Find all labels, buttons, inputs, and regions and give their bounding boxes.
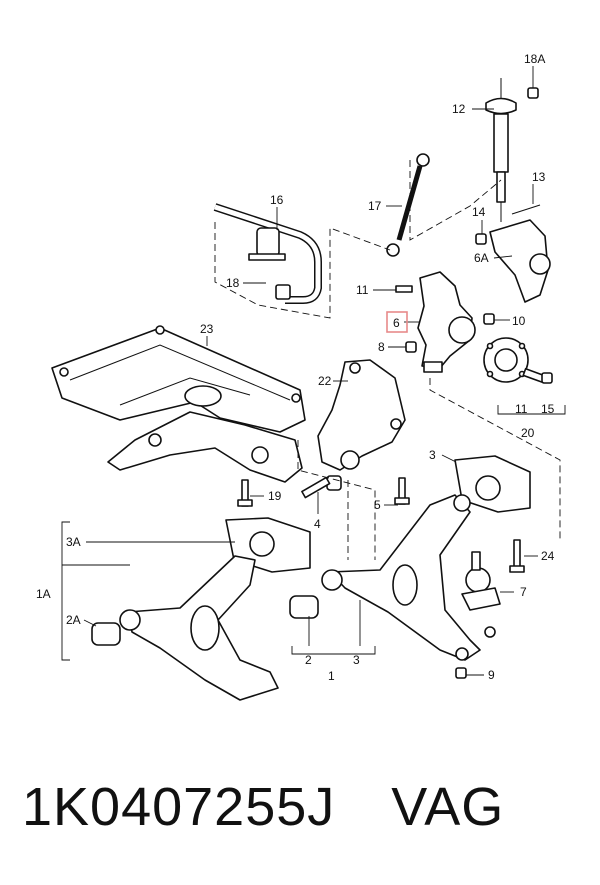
label-16: 16 bbox=[270, 193, 284, 207]
label-3-lower: 3 bbox=[353, 653, 360, 667]
label-2: 2 bbox=[305, 653, 312, 667]
wheel-hub bbox=[483, 337, 553, 384]
label-15: 15 bbox=[541, 402, 555, 416]
label-12: 12 bbox=[452, 102, 466, 116]
label-13: 13 bbox=[532, 170, 546, 184]
wheel-bearing-housing-small bbox=[475, 204, 551, 303]
label-8: 8 bbox=[378, 340, 385, 354]
label-3A: 3A bbox=[66, 535, 81, 549]
label-1A: 1A bbox=[36, 587, 51, 601]
label-22: 22 bbox=[318, 374, 332, 388]
label-9: 9 bbox=[488, 668, 495, 682]
label-7: 7 bbox=[520, 585, 527, 599]
subframe bbox=[51, 325, 306, 507]
label-10: 10 bbox=[512, 314, 526, 328]
label-20: 20 bbox=[521, 426, 535, 440]
leader-lines bbox=[61, 66, 566, 676]
control-arm-right bbox=[289, 455, 531, 679]
wheel-bearing-housing bbox=[395, 271, 495, 373]
strut-assembly bbox=[485, 78, 539, 222]
label-5: 5 bbox=[374, 498, 381, 512]
stabilizer-bar bbox=[213, 203, 322, 304]
label-6A: 6A bbox=[474, 251, 489, 265]
label-18A: 18A bbox=[524, 52, 545, 66]
part-number-footer: 1K0407255J VAG bbox=[22, 776, 582, 856]
coupling-rod bbox=[386, 153, 430, 257]
label-18: 18 bbox=[226, 276, 240, 290]
label-24: 24 bbox=[541, 549, 555, 563]
label-4: 4 bbox=[314, 517, 321, 531]
control-arm-left bbox=[91, 517, 311, 701]
support-bracket bbox=[301, 359, 406, 499]
label-17: 17 bbox=[368, 199, 382, 213]
label-11-lower: 11 bbox=[515, 402, 528, 416]
label-14: 14 bbox=[472, 205, 486, 219]
connection-lines bbox=[214, 160, 561, 560]
label-6: 6 bbox=[393, 316, 400, 330]
label-11-upper: 11 bbox=[356, 283, 369, 297]
label-2A: 2A bbox=[66, 613, 81, 627]
brand-name: VAG bbox=[391, 777, 505, 837]
label-6-highlight bbox=[386, 311, 408, 333]
part-number: 1K0407255J bbox=[22, 777, 336, 837]
label-19: 19 bbox=[268, 489, 282, 503]
label-23: 23 bbox=[200, 322, 214, 336]
part-labels: 18A 12 13 14 6A 17 16 18 11 6 10 8 23 22… bbox=[36, 52, 555, 683]
label-3-upper: 3 bbox=[429, 448, 436, 462]
label-1: 1 bbox=[328, 669, 335, 683]
